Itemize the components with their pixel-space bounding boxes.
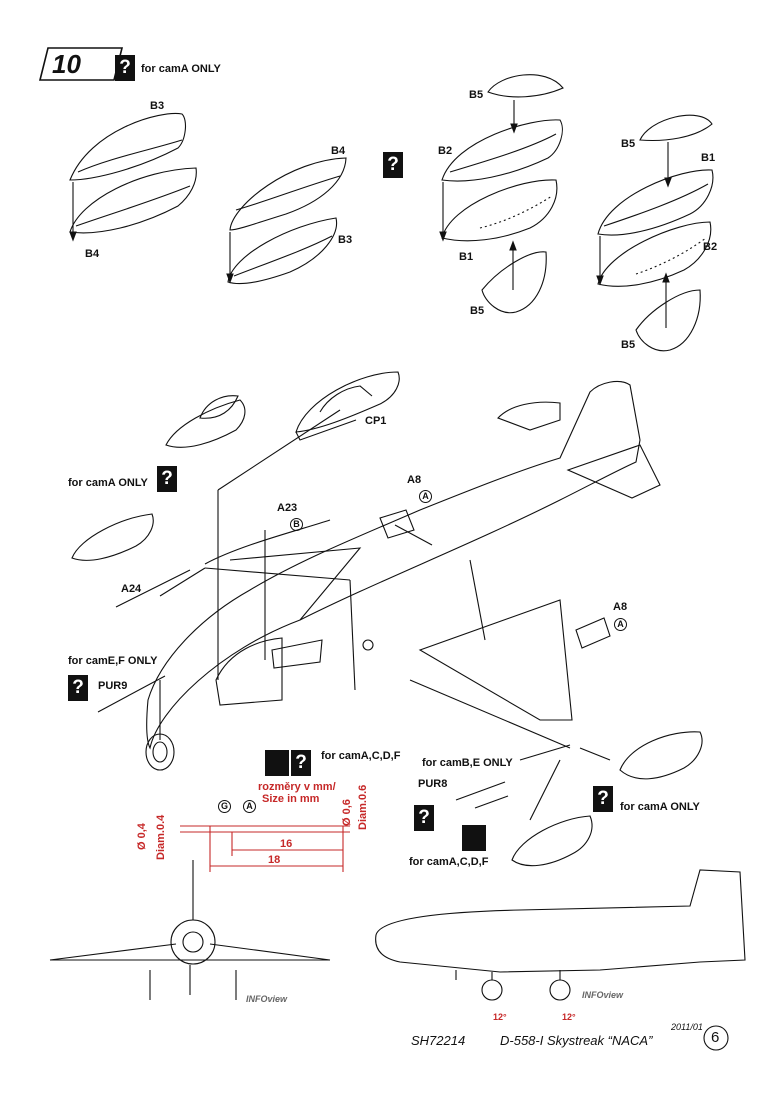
dim-diam-06: Diam.0.6 [357,784,369,830]
part-b5-top-b: B5 [621,138,636,150]
dim-diameter-04: Ø 0,4 [136,823,148,850]
part-b4-mid: B4 [331,145,346,157]
part-b5-bottom-a: B5 [470,305,485,317]
note-cam-acdf-top: for camA,C,D,F [321,750,401,762]
glue-marker-a-right: A [614,618,627,631]
aircraft-side-view [375,869,746,1001]
size-note-en: Size in mm [262,793,320,805]
part-b2-b: B2 [703,241,718,253]
part-b5-bottom-b: B5 [621,339,636,351]
step-number-box [38,47,124,81]
footer-code: SH72214 [411,1033,466,1048]
page-number-circle [703,1025,729,1051]
size-note-cz: rozměry v mm/ [258,781,336,793]
part-b4-bottom: B4 [85,248,100,260]
leader-lines [159,409,611,821]
footer-title: D-558-I Skystreak “NACA” [500,1033,653,1048]
glue-marker-a-dim: A [243,800,256,813]
assembly-b4-b3 [226,157,347,285]
part-a8-top: A8 [407,474,422,486]
question-icon: ? [291,750,311,776]
part-cp1: CP1 [365,415,387,427]
a8-plate-top [379,509,415,539]
part-b5-top-a: B5 [469,89,484,101]
a8-plate-right [575,617,611,649]
dimension-drawing [180,825,350,872]
glue-marker-b: B [290,518,303,531]
part-a24: A24 [121,583,142,595]
step-number: 10 [52,49,81,79]
dim-length-18: 18 [268,854,281,866]
infoview-front: INFOview [246,994,288,1004]
assembly-b5-b2-b1-b [596,114,714,352]
aircraft-front-view [49,860,331,1000]
question-icon: ? [115,55,135,81]
part-a8-right: A8 [613,601,628,613]
part-b3-mid: B3 [338,234,353,246]
infoview-side: INFOview [582,990,624,1000]
question-icon: ? [593,786,613,812]
part-b3-top: B3 [150,100,165,112]
dim-length-16: 16 [280,838,293,850]
part-b1-b: B1 [701,152,716,164]
note-cam-b-e-only: for camB,E ONLY [422,757,513,769]
question-icon: ? [68,675,88,701]
angle-2: 12° [562,1012,576,1022]
question-icon: ? [414,805,434,831]
note-cam-a-only-top: for camA ONLY [141,63,221,75]
footer-page-number: 6 [711,1029,720,1046]
footer-date: 2011/01 [671,1022,703,1032]
aircraft-main [145,380,661,771]
part-pur8: PUR8 [418,778,448,790]
hand-icon [462,825,486,851]
assembly-b5-b2-b1-a [439,74,564,314]
glue-marker-g: G [218,800,231,813]
dim-diam-04: Diam.0.4 [155,814,167,860]
glue-marker-a-top: A [419,490,432,503]
part-pur9: PUR9 [98,680,128,692]
part-b1-a: B1 [459,251,474,263]
part-a23: A23 [277,502,298,514]
question-icon: ? [383,152,403,178]
question-icon: ? [157,466,177,492]
assembly-b3-b4 [69,112,197,242]
note-cam-acdf-bottom: for camA,C,D,F [409,856,489,868]
angle-1: 12° [493,1012,507,1022]
small-parts-upper [71,371,400,561]
part-b2-a: B2 [438,145,453,157]
hand-icon [265,750,289,776]
note-cam-a-only-left: for camA ONLY [68,477,148,489]
note-cam-a-only-right: for camA ONLY [620,801,700,813]
note-cam-e-f-only: for camE,F ONLY [68,655,158,667]
dim-diameter-06: Ø 0,6 [341,799,353,826]
